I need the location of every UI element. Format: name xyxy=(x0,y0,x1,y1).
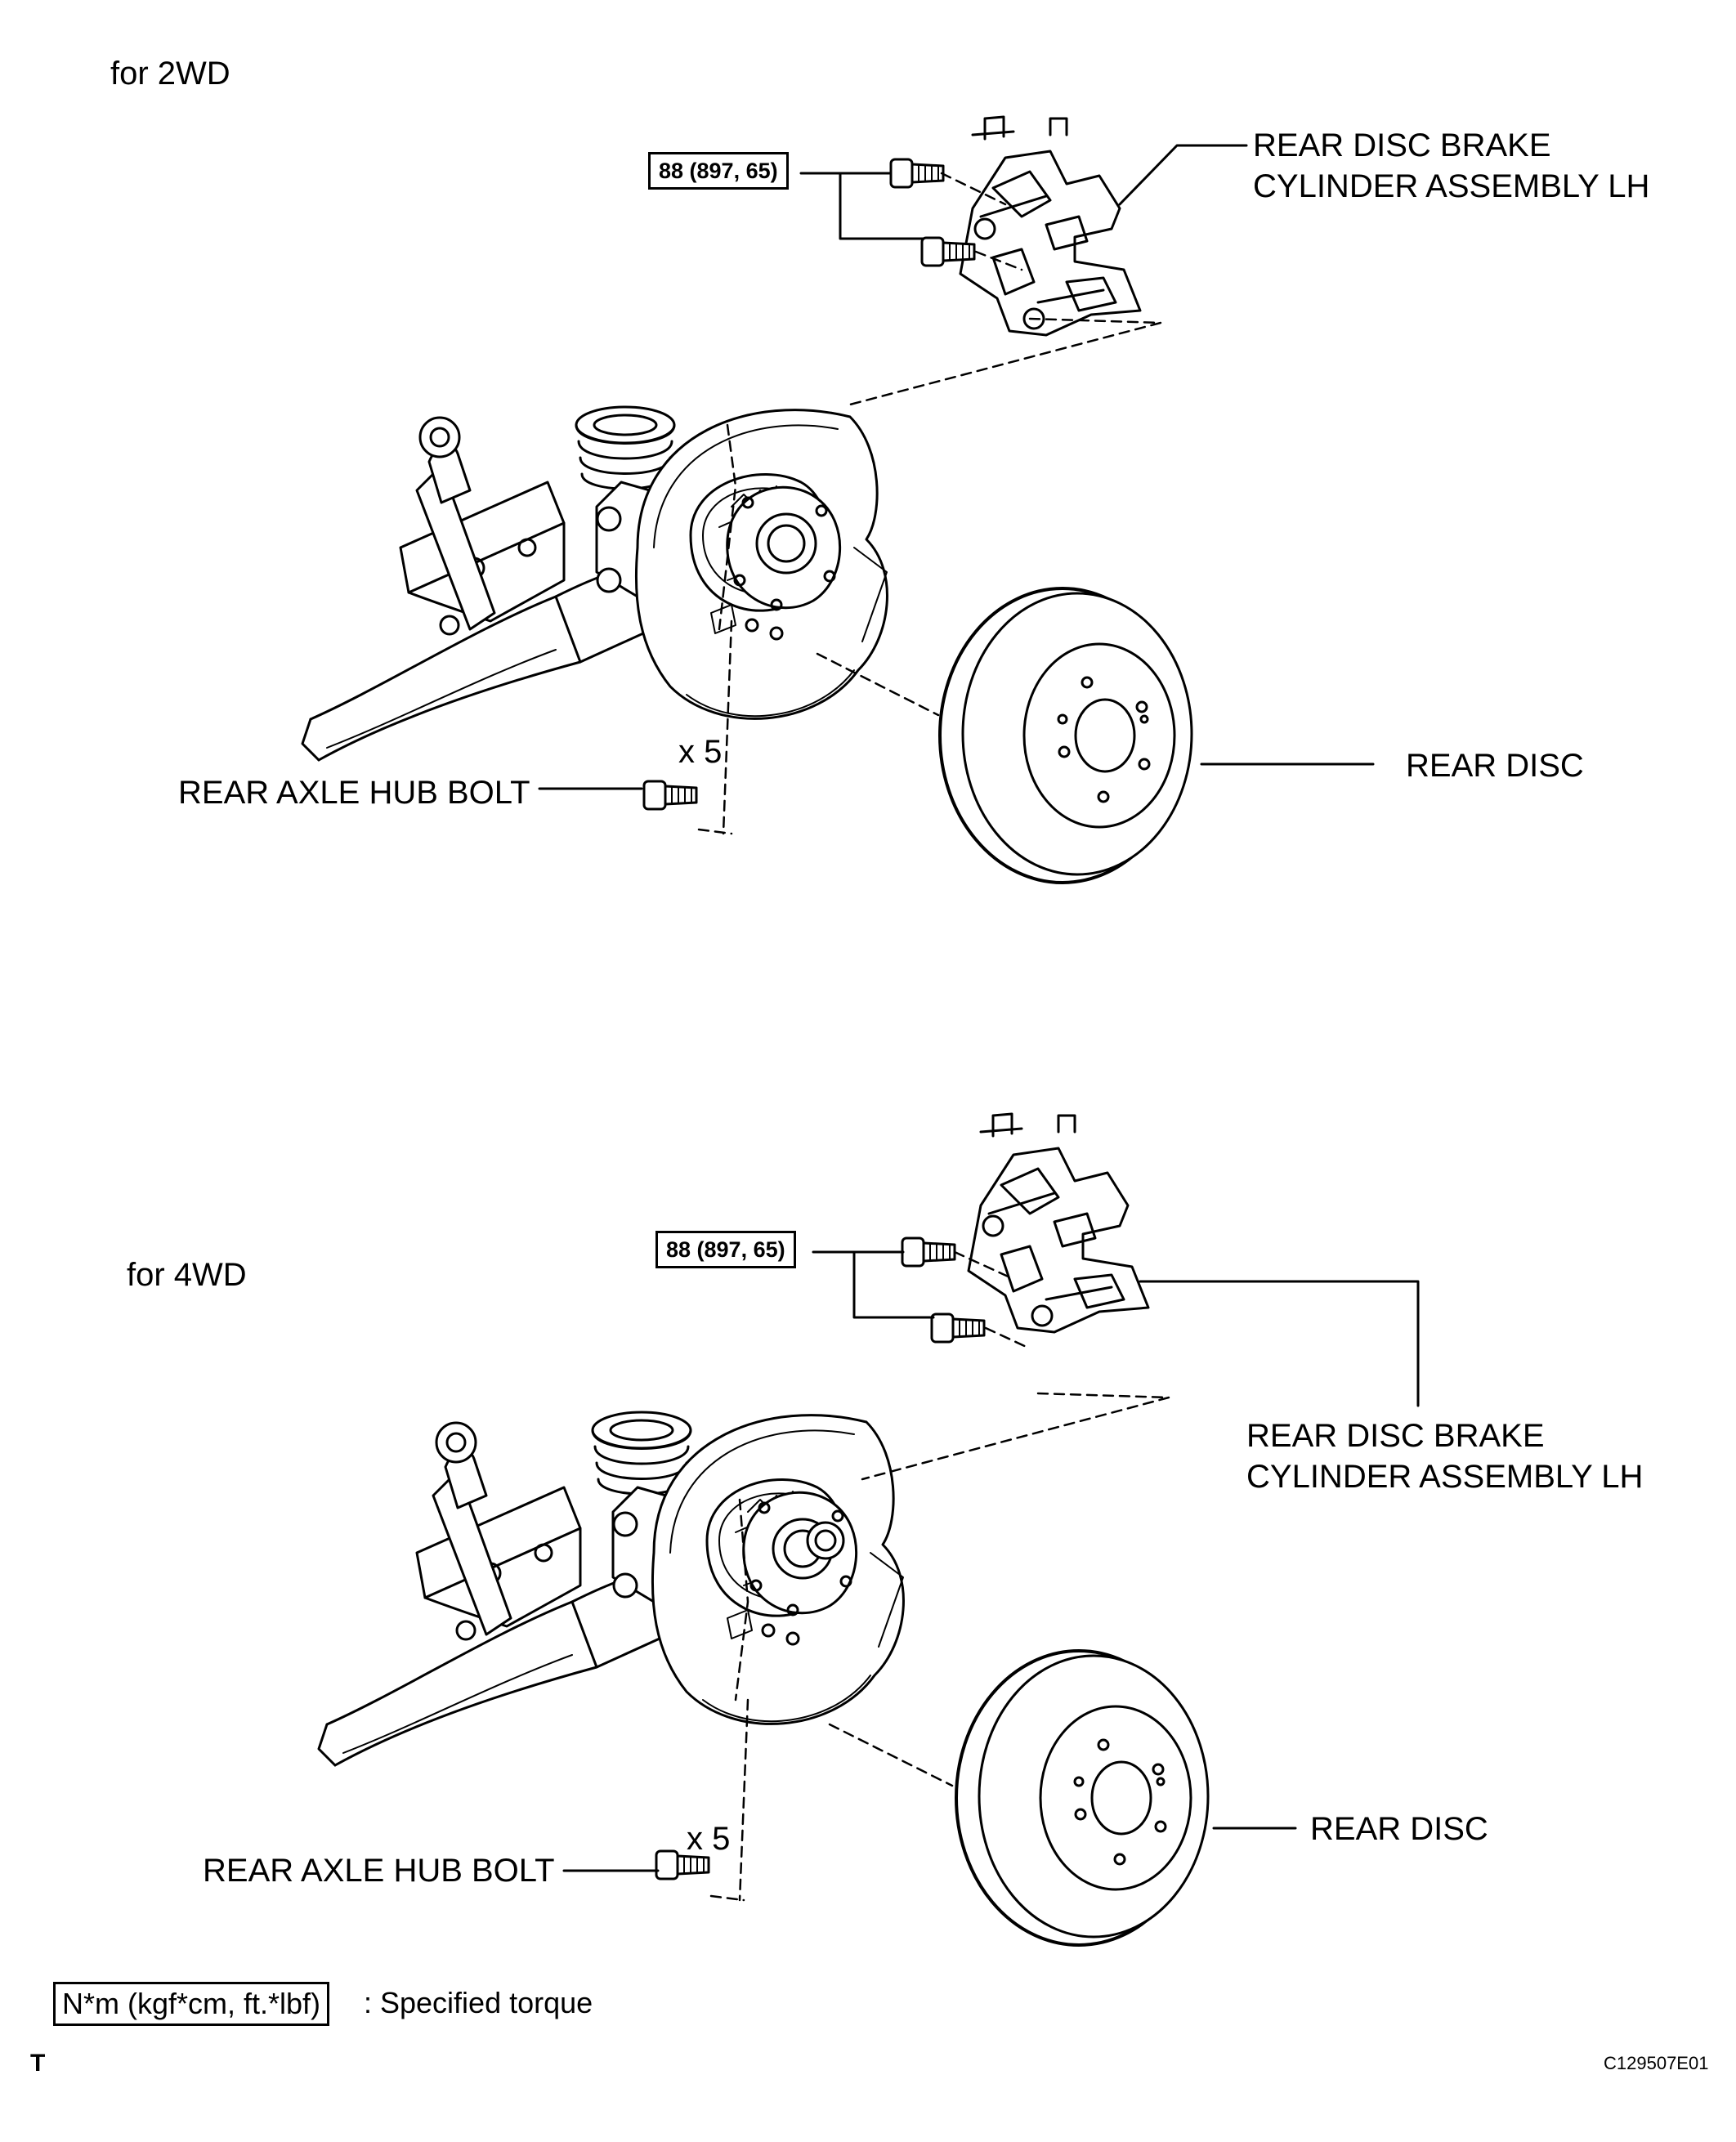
torque-legend-description: : Specified torque xyxy=(364,1986,593,2019)
caliper-label-line1-2wd: REAR DISC BRAKE xyxy=(1253,127,1551,163)
section-heading-4wd: for 4WD xyxy=(127,1257,247,1293)
figure-id: C129507E01 xyxy=(1604,2053,1709,2073)
caliper-label-line2-4wd: CYLINDER ASSEMBLY LH xyxy=(1246,1459,1644,1495)
disc-label-4wd: REAR DISC xyxy=(1310,1811,1488,1847)
corner-mark: T xyxy=(30,2050,46,2077)
bolt-quantity-4wd: x 5 xyxy=(687,1821,731,1857)
bolt-quantity-2wd: x 5 xyxy=(678,734,723,770)
torque-spec-box-4wd: 88 (897, 65) xyxy=(655,1231,796,1268)
hub-bolt-label-4wd: REAR AXLE HUB BOLT xyxy=(203,1853,555,1889)
hub-bolt-label-2wd: REAR AXLE HUB BOLT xyxy=(178,775,530,811)
caliper-label-line1-4wd: REAR DISC BRAKE xyxy=(1246,1418,1545,1454)
disc-label-2wd: REAR DISC xyxy=(1406,748,1584,784)
torque-units-legend-box: N*m (kgf*cm, ft.*lbf) xyxy=(53,1982,330,2026)
section-heading-2wd: for 2WD xyxy=(110,56,230,92)
torque-spec-box-2wd: 88 (897, 65) xyxy=(648,152,789,190)
lower-4wd-view xyxy=(317,1112,1420,1947)
upper-2wd-view xyxy=(301,115,1375,884)
caliper-label-line2-2wd: CYLINDER ASSEMBLY LH xyxy=(1253,168,1650,204)
